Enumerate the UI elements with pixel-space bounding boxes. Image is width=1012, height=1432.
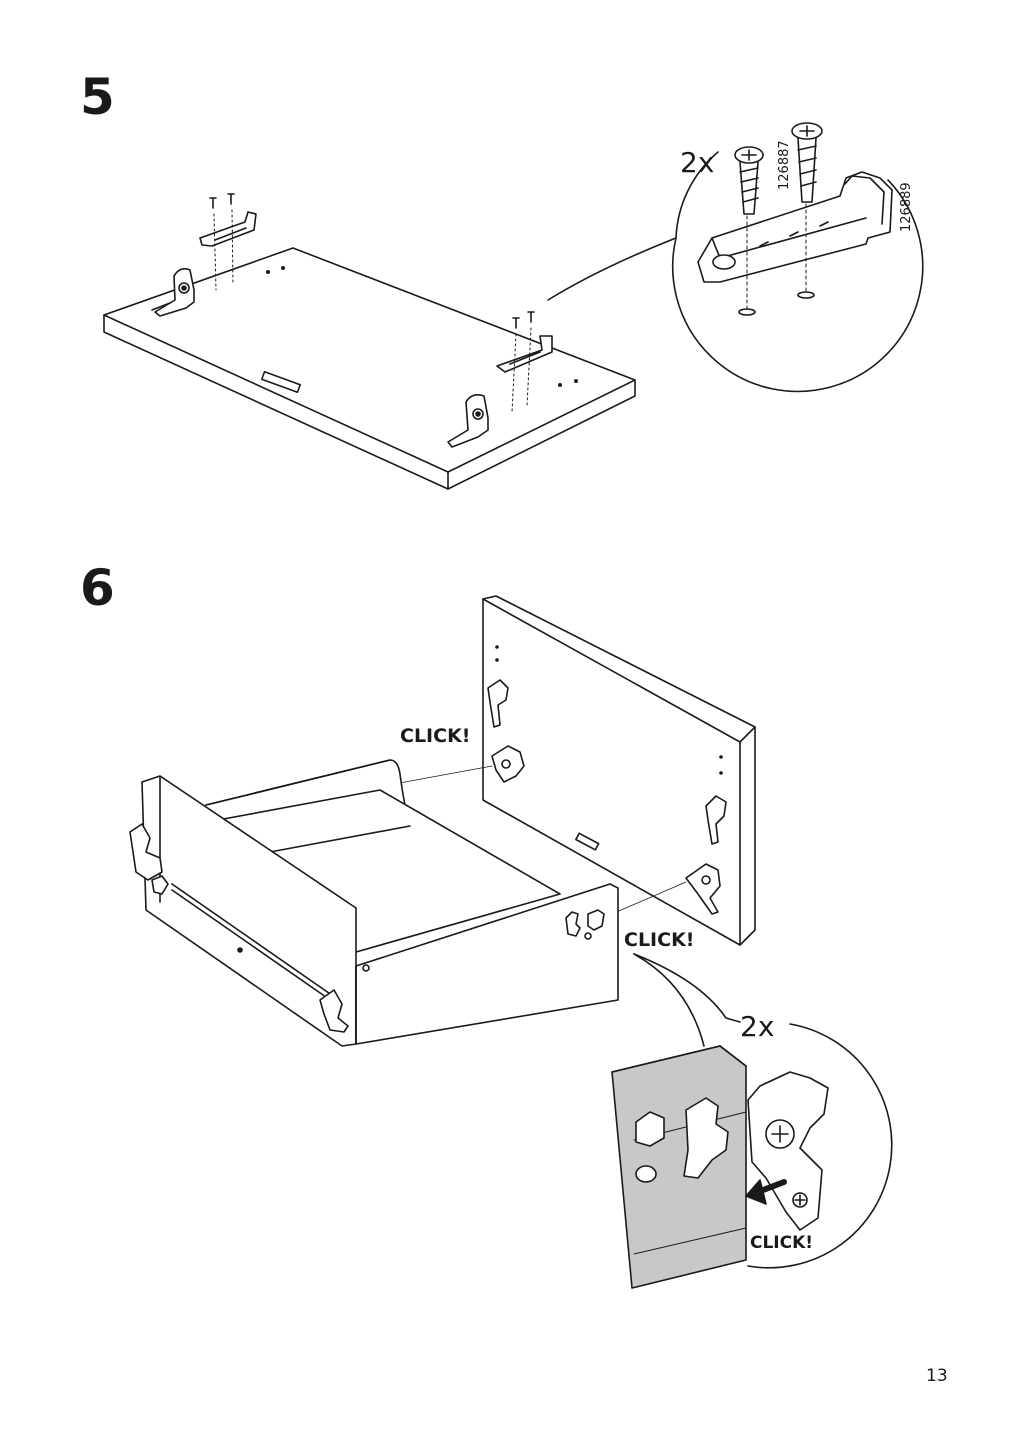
- callout-click-label: CLICK!: [750, 1233, 813, 1253]
- step-5-callout-circle: [671, 151, 924, 393]
- front-panel-clip-lower-right: [685, 863, 721, 915]
- front-panel-clip-upper-right: [705, 795, 727, 845]
- click-label-upper: CLICK!: [400, 725, 470, 747]
- step-5-quantity: 2x: [680, 146, 714, 179]
- step-6-quantity: 2x: [740, 1010, 774, 1043]
- callout-screw-short: [734, 146, 764, 215]
- step-5-number: 5: [80, 68, 115, 126]
- step-6-callout-circle: [633, 953, 893, 1269]
- front-panel-clip-lower-left: [491, 745, 525, 783]
- callout-clip-fitting: [747, 1071, 829, 1231]
- callout-drawer-front-section: [611, 1045, 747, 1289]
- hinge-bracket-right: [447, 394, 489, 448]
- drawer-front-panel: [482, 595, 756, 946]
- step-5-callout-pointer: [547, 237, 677, 301]
- screw-code-126887: 126887: [777, 140, 792, 190]
- drawer-runner-bracket-right: [496, 335, 553, 373]
- callout-runner-bracket: [697, 171, 893, 283]
- screws-left: [209, 193, 235, 291]
- hinge-bracket-left: [151, 268, 195, 317]
- guide-line-upper: [393, 765, 493, 785]
- screws-right: [511, 311, 535, 413]
- click-label-lower: CLICK!: [624, 929, 694, 951]
- step-6-number: 6: [80, 559, 115, 617]
- drawer-runner-bracket-left: [199, 211, 257, 247]
- callout-hole-markers: [738, 203, 815, 316]
- callout-screw-long: [791, 122, 823, 203]
- push-arrow-icon: [745, 1179, 787, 1205]
- drawer-box: [129, 759, 619, 1047]
- page-number: 13: [926, 1366, 948, 1386]
- step-5-panel-illustration: [103, 247, 636, 490]
- front-panel-clip-upper-left: [487, 679, 509, 728]
- guide-line-lower: [611, 881, 687, 915]
- screw-code-126889: 126889: [899, 182, 914, 232]
- step-6-callout-pointer: [633, 953, 705, 1047]
